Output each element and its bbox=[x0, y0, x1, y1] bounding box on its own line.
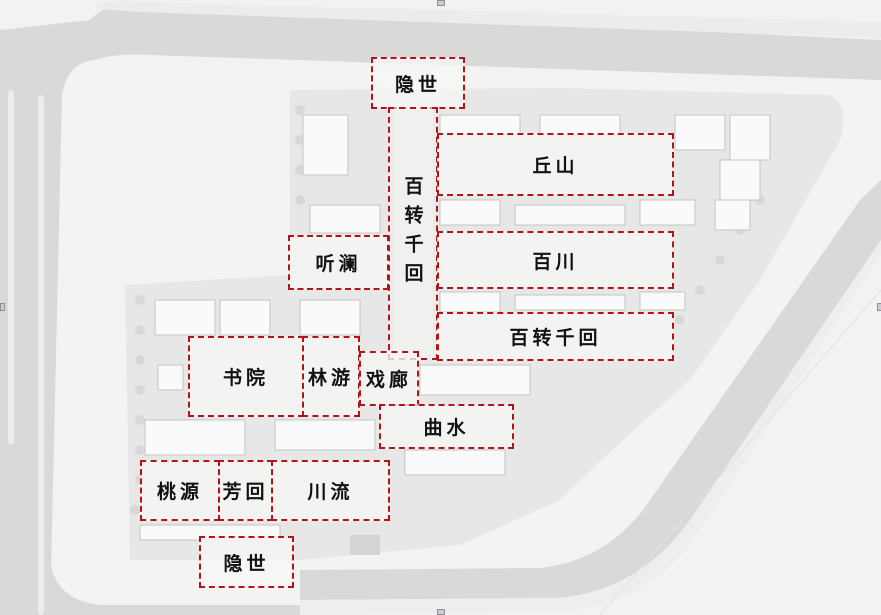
zone-label: 芳回 bbox=[222, 481, 269, 503]
zone-taoyuan[interactable]: 桃源 bbox=[140, 460, 220, 521]
zone-label: 戏廊 bbox=[365, 369, 412, 391]
zone-shuyuan[interactable]: 书院 bbox=[188, 336, 304, 417]
zone-baizhuan-qianhui-axis[interactable]: 百转千回 bbox=[388, 107, 438, 360]
zone-label: 桃源 bbox=[156, 481, 203, 503]
zone-label: 听澜 bbox=[315, 253, 362, 275]
zone-label: 书院 bbox=[222, 367, 269, 389]
zone-label: 隐世 bbox=[394, 73, 441, 96]
zone-tinglan[interactable]: 听澜 bbox=[288, 235, 389, 290]
resize-handle-right[interactable] bbox=[877, 303, 881, 311]
resize-handle-top[interactable] bbox=[437, 0, 445, 6]
zone-baichuan[interactable]: 百川 bbox=[437, 231, 674, 289]
zone-fanghui[interactable]: 芳回 bbox=[218, 460, 273, 521]
zone-label: 百转千回 bbox=[509, 327, 602, 349]
zone-qushui[interactable]: 曲水 bbox=[379, 404, 514, 449]
zone-label: 曲水 bbox=[423, 417, 470, 439]
zone-yinshi-north[interactable]: 隐世 bbox=[371, 57, 465, 109]
zone-label: 川流 bbox=[307, 481, 354, 503]
zone-linyou[interactable]: 林游 bbox=[302, 336, 360, 417]
zone-qiushan[interactable]: 丘山 bbox=[437, 133, 674, 196]
zone-yinshi-south[interactable]: 隐世 bbox=[199, 536, 294, 588]
zone-xilang[interactable]: 戏廊 bbox=[359, 351, 419, 406]
zone-chuanliu[interactable]: 川流 bbox=[271, 460, 390, 521]
resize-handle-left[interactable] bbox=[0, 303, 5, 311]
zone-baizhuan-qianhui-east[interactable]: 百转千回 bbox=[437, 312, 674, 361]
zone-label: 隐世 bbox=[223, 552, 270, 575]
zone-label: 百川 bbox=[532, 250, 579, 273]
resize-handle-bottom[interactable] bbox=[437, 609, 445, 615]
zone-label: 丘山 bbox=[532, 155, 579, 177]
zone-label: 林游 bbox=[307, 367, 354, 389]
zone-label: 百转千回 bbox=[401, 175, 424, 292]
